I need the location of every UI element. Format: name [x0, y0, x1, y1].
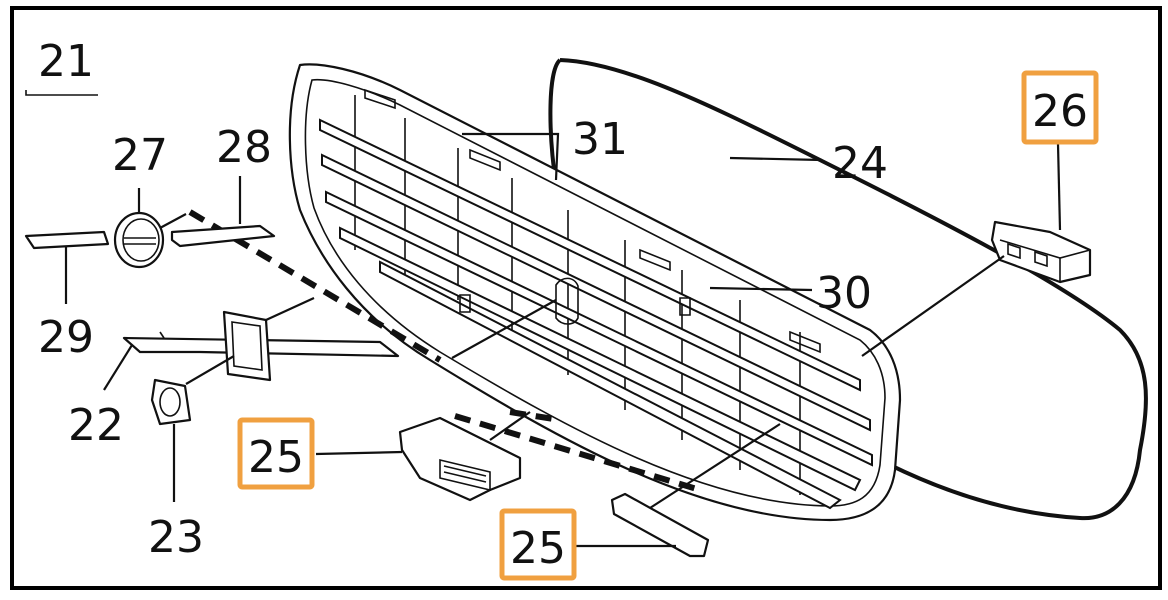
grille-lower-clip-left — [459, 294, 471, 313]
leader-22-mount — [265, 297, 315, 321]
trim-strip-part-28 — [170, 224, 276, 248]
badge-mount-point — [555, 277, 579, 325]
leader-lines — [64, 132, 1062, 548]
emblem-disc-part-27 — [113, 211, 165, 269]
callout-31: 31 — [572, 114, 628, 165]
clip-part-25-right — [610, 492, 710, 558]
leader-23-mount — [185, 355, 235, 385]
callout-28: 28 — [216, 122, 272, 173]
grille-assembly — [288, 63, 902, 522]
leader-25-left — [315, 450, 403, 456]
diagram-frame — [10, 6, 1162, 590]
leader-badge — [451, 299, 557, 359]
callout-25-right-highlighted: 25 — [499, 508, 577, 581]
leader-25-right-mount — [649, 423, 781, 509]
leader-25-left-mount — [489, 411, 531, 441]
label-21-text: 21 — [38, 36, 94, 87]
leader-22 — [103, 344, 133, 391]
grille-louvers — [319, 118, 873, 510]
leader-31 — [462, 132, 560, 181]
callout-24: 24 — [832, 138, 888, 189]
leader-26 — [1056, 143, 1062, 231]
grille-inner-edge — [304, 78, 886, 507]
highlight-box-25-right — [499, 508, 577, 581]
group-label-21: 21 — [25, 36, 98, 96]
callout-23: 23 — [148, 512, 204, 563]
callout-26: 26 — [1032, 86, 1088, 137]
trim-strip-part-29 — [24, 230, 110, 250]
emblem-area-dashed-outline — [188, 209, 701, 493]
bracket-part-26 — [990, 220, 1092, 284]
callout-29: 29 — [38, 312, 94, 363]
leader-27-to-28 — [159, 213, 187, 229]
highlight-box-25-left — [237, 417, 315, 490]
callout-22: 22 — [68, 400, 124, 451]
callout-26-highlighted: 26 — [1021, 70, 1099, 145]
leader-24 — [729, 156, 823, 162]
badge-part-23 — [150, 378, 192, 426]
callout-25-left: 25 — [248, 432, 304, 483]
diagonal-bar-part-22 — [122, 310, 400, 382]
clip-part-25-left — [398, 416, 522, 502]
highlight-box-26 — [1021, 70, 1099, 145]
grille-seal-part-24 — [548, 58, 1148, 521]
callout-25-left-highlighted: 25 — [237, 417, 315, 490]
leader-30 — [709, 286, 813, 292]
callout-25-right: 25 — [510, 523, 566, 574]
callout-27: 27 — [112, 130, 168, 181]
callout-30: 30 — [816, 268, 872, 319]
label-21-underline — [25, 90, 98, 96]
leader-26-to-grille — [861, 255, 1005, 357]
grille-top-clips — [364, 88, 821, 354]
grille-lower-clip-mid — [679, 297, 691, 316]
